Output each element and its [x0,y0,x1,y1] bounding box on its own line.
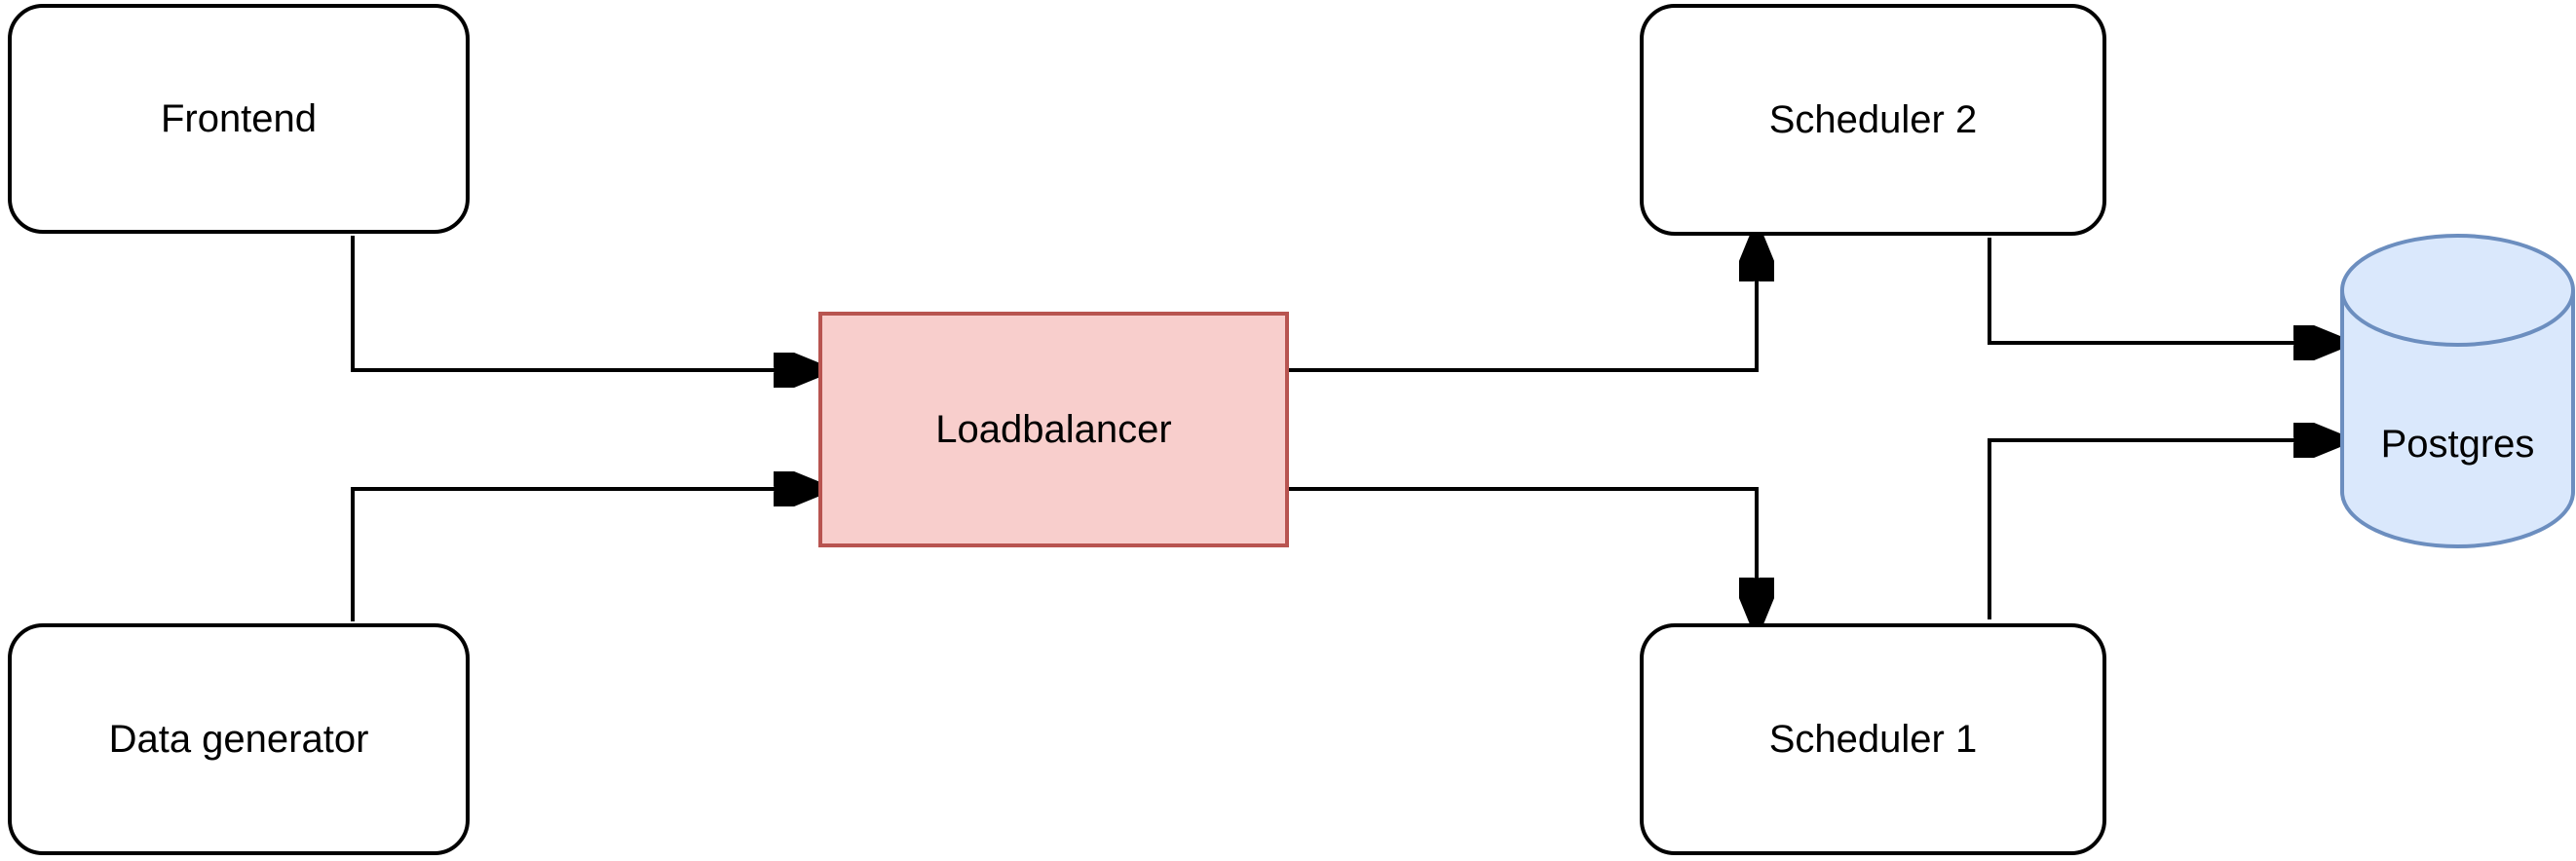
loadbalancer-label: Loadbalancer [935,408,1172,451]
edge-frontend-to-loadbalancer [351,236,814,370]
edge-scheduler-2-to-postgres [1988,238,2334,343]
frontend-label: Frontend [160,97,318,140]
node-scheduler-2: Scheduler 2 [1640,4,2106,236]
edge-loadbalancer-to-scheduler-2 [1289,241,1757,372]
scheduler-2-label: Scheduler 2 [1768,98,1978,141]
node-frontend: Frontend [8,4,470,234]
edge-loadbalancer-to-scheduler-1 [1289,487,1757,618]
edge-data-generator-to-loadbalancer [351,489,814,621]
postgres-label: Postgres [2380,423,2535,466]
node-data-generator: Data generator [8,623,470,855]
database-cylinder-icon [2340,234,2575,548]
scheduler-1-label: Scheduler 1 [1768,718,1978,761]
node-postgres: Postgres [2340,234,2575,548]
data-generator-label: Data generator [108,718,369,761]
node-loadbalancer: Loadbalancer [818,312,1289,547]
node-scheduler-1: Scheduler 1 [1640,623,2106,855]
edge-scheduler-1-to-postgres [1988,440,2334,619]
